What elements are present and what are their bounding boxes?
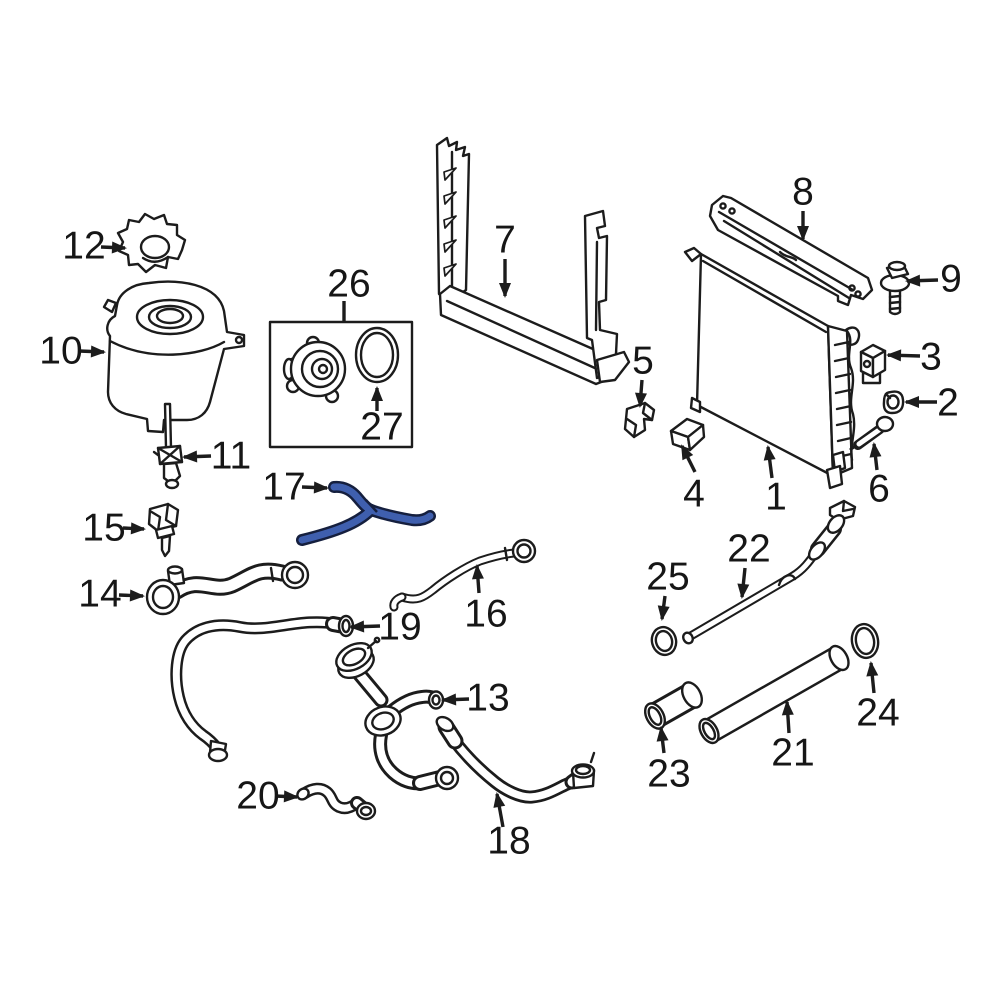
callout-arrow-24 <box>866 661 879 694</box>
callout-arrow-12 <box>100 241 127 254</box>
callout-label-24: 24 <box>856 692 899 735</box>
callout-arrow-1 <box>763 445 776 479</box>
part-3-bracket <box>859 343 887 385</box>
part-14-upper-hose <box>145 560 310 616</box>
part-18-lower-hose <box>435 715 596 804</box>
part-22-coolant-pipe <box>682 514 846 645</box>
part-8-upper-bracket <box>708 194 874 307</box>
callout-label-22: 22 <box>727 528 770 571</box>
part-20-hose <box>296 782 377 821</box>
part-11-level-sensor <box>152 402 184 490</box>
callout-label-17: 17 <box>262 466 305 509</box>
callout-label-18: 18 <box>487 820 530 863</box>
part-7-carrier-frame <box>435 136 631 386</box>
callout-label-4: 4 <box>683 473 705 516</box>
callout-arrow-22 <box>737 567 750 599</box>
part-23-pipe-sleeve <box>643 681 704 730</box>
part-17-hose-highlighted <box>296 480 436 546</box>
callout-label-1: 1 <box>765 476 787 519</box>
part-10-expansion-tank <box>102 280 246 434</box>
callout-arrow-11 <box>182 450 212 463</box>
callout-arrow-25 <box>657 595 670 621</box>
part-4-mount <box>669 417 706 452</box>
callout-label-27: 27 <box>360 406 403 449</box>
part-19-vent-hose <box>170 614 355 763</box>
callout-arrow-20 <box>274 790 299 803</box>
callout-layer: 1234567891011121314151617181920212223242… <box>39 171 962 863</box>
part-24-o-ring <box>850 622 880 660</box>
part-13-hose <box>335 636 460 791</box>
callout-label-5: 5 <box>632 340 654 383</box>
callout-arrow-10 <box>78 345 106 358</box>
callout-label-15: 15 <box>82 507 125 550</box>
callout-label-14: 14 <box>78 573 121 616</box>
part-16-hose <box>389 538 537 612</box>
part-6-sensor <box>849 415 895 451</box>
callout-label-13: 13 <box>466 677 509 720</box>
callout-label-6: 6 <box>868 468 890 511</box>
callout-label-16: 16 <box>464 593 507 636</box>
callout-label-3: 3 <box>920 336 942 379</box>
callout-arrow-5 <box>635 379 647 408</box>
callout-label-23: 23 <box>647 753 690 796</box>
part-25-o-ring <box>650 625 678 657</box>
callout-label-26: 26 <box>327 263 370 306</box>
callout-label-10: 10 <box>39 330 82 373</box>
callout-label-2: 2 <box>937 382 959 425</box>
thermostat <box>282 335 347 404</box>
callout-arrow-16 <box>471 564 484 594</box>
callout-arrow-17 <box>301 481 329 494</box>
part-15-temp-sensor <box>147 502 180 558</box>
callout-arrow-4 <box>680 444 697 473</box>
callout-label-11: 11 <box>211 435 252 478</box>
part-21-coolant-tube <box>698 644 850 745</box>
callout-label-8: 8 <box>792 171 814 214</box>
part-12-cap <box>116 212 187 274</box>
part-9-bolt <box>879 260 911 316</box>
callout-arrow-23 <box>656 726 669 754</box>
part-5-mount <box>623 401 656 439</box>
callout-label-25: 25 <box>646 556 689 599</box>
part-1-radiator <box>683 246 861 490</box>
callout-arrow-18 <box>493 792 506 828</box>
callout-arrow-9 <box>905 274 939 287</box>
callout-label-20: 20 <box>236 775 279 818</box>
part-26-thermostat-box <box>268 320 414 449</box>
callout-label-21: 21 <box>771 732 814 775</box>
callout-arrow-15 <box>122 522 146 535</box>
callout-label-12: 12 <box>62 225 105 268</box>
callout-arrow-13 <box>441 693 470 706</box>
part-2-grommet <box>882 390 905 415</box>
callout-arrow-3 <box>886 349 921 362</box>
callout-arrow-21 <box>781 700 794 734</box>
callout-label-9: 9 <box>940 258 962 301</box>
part-27-o-ring <box>354 326 400 384</box>
callout-arrow-14 <box>118 589 145 602</box>
callout-arrow-19 <box>349 620 381 633</box>
callout-arrow-6 <box>869 442 882 471</box>
callout-label-7: 7 <box>494 219 516 262</box>
callout-label-19: 19 <box>378 606 421 649</box>
